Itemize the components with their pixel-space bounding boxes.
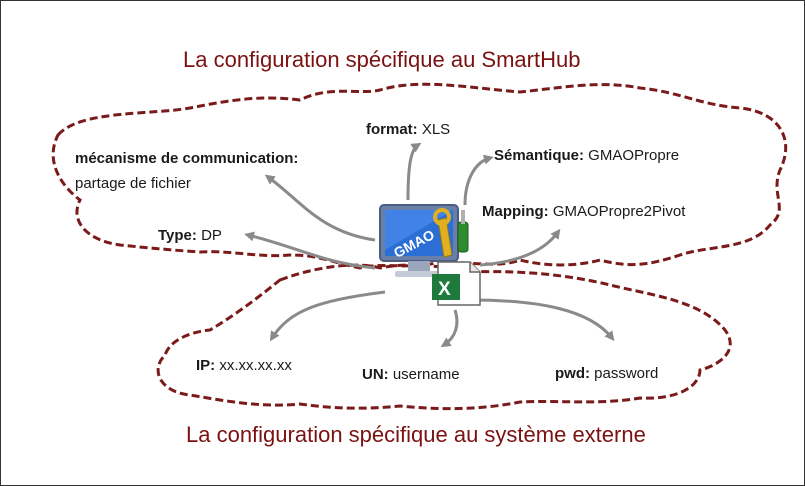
gmao-monitor-icon: GMAO	[379, 204, 459, 277]
arrow-format	[406, 142, 422, 201]
label-pwd: pwd: password	[555, 365, 659, 382]
arrow-mecanisme	[264, 174, 376, 242]
label-format: format: XLS	[366, 121, 451, 138]
arrow-type	[244, 231, 376, 270]
excel-file-icon: X	[432, 261, 481, 306]
top-cloud-title: La configuration spécifique au SmartHub	[183, 47, 581, 72]
label-ip: IP: xx.xx.xx.xx	[196, 357, 292, 374]
external-config-cloud	[156, 263, 732, 411]
label-semantique: Sémantique: GMAOPropre	[494, 147, 680, 164]
label-un: UN: username	[362, 366, 460, 383]
arrow-mapping	[479, 228, 561, 267]
svg-text:X: X	[438, 279, 451, 300]
label-mapping: Mapping: GMAOPropre2Pivot	[482, 203, 686, 220]
tools-icon	[433, 208, 469, 258]
arrow-pwd	[469, 298, 615, 342]
label-mecanisme-value: partage de fichier	[75, 175, 191, 192]
arrow-semantique	[463, 154, 494, 206]
arrow-ip	[269, 290, 386, 342]
smarthub-config-cloud	[51, 82, 788, 270]
arrow-un	[440, 309, 459, 348]
bottom-cloud-title: La configuration spécifique au système e…	[186, 422, 646, 447]
label-type: Type: DP	[158, 227, 222, 244]
label-mecanisme: mécanisme de communication:	[75, 150, 299, 167]
relation-arrows	[244, 142, 615, 348]
